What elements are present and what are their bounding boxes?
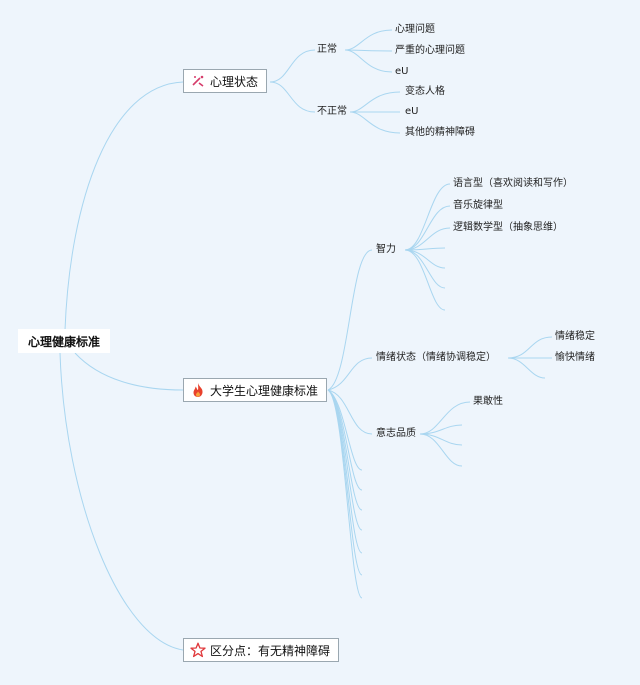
abnormal-item[interactable]: 变态人格 [405, 86, 445, 97]
emotion-item[interactable]: 情绪稳定 [555, 331, 595, 342]
topic-college-standard-label: 大学生心理健康标准 [210, 383, 319, 398]
branch-abnormal[interactable]: 不正常 [317, 106, 347, 117]
abnormal-item[interactable]: eU [405, 106, 419, 117]
topic-mental-state-label: 心理状态 [210, 74, 259, 89]
branch-will[interactable]: 意志品质 [376, 428, 416, 439]
topic-distinction[interactable]: 区分点：有无精神障碍 [183, 638, 340, 662]
fire-icon [193, 383, 203, 397]
intelligence-item[interactable]: 逻辑数学型（抽象思维） [453, 222, 563, 233]
sparkle-icon [192, 75, 204, 87]
intelligence-item[interactable]: 音乐旋律型 [453, 200, 503, 211]
root-node[interactable]: 心理健康标准 [18, 329, 110, 353]
branch-normal[interactable]: 正常 [317, 44, 337, 55]
root-label: 心理健康标准 [27, 334, 100, 349]
topic-college-standard[interactable]: 大学生心理健康标准 [183, 378, 328, 402]
branch-intelligence[interactable]: 智力 [376, 244, 396, 255]
intelligence-item[interactable]: 语言型（喜欢阅读和写作） [453, 178, 573, 189]
normal-item[interactable]: 严重的心理问题 [395, 45, 465, 56]
abnormal-item[interactable]: 其他的精神障碍 [405, 127, 475, 138]
normal-item[interactable]: eU [395, 66, 409, 77]
normal-item[interactable]: 心理问题 [395, 24, 435, 35]
topic-mental-state[interactable]: 心理状态 [183, 69, 268, 93]
will-item[interactable]: 果敢性 [473, 396, 503, 407]
topic-distinction-label: 区分点：有无精神障碍 [210, 643, 331, 658]
emotion-item[interactable]: 愉快情绪 [555, 352, 595, 363]
star-icon [190, 642, 206, 658]
branch-emotion[interactable]: 情绪状态（情绪协调稳定） [376, 352, 496, 363]
